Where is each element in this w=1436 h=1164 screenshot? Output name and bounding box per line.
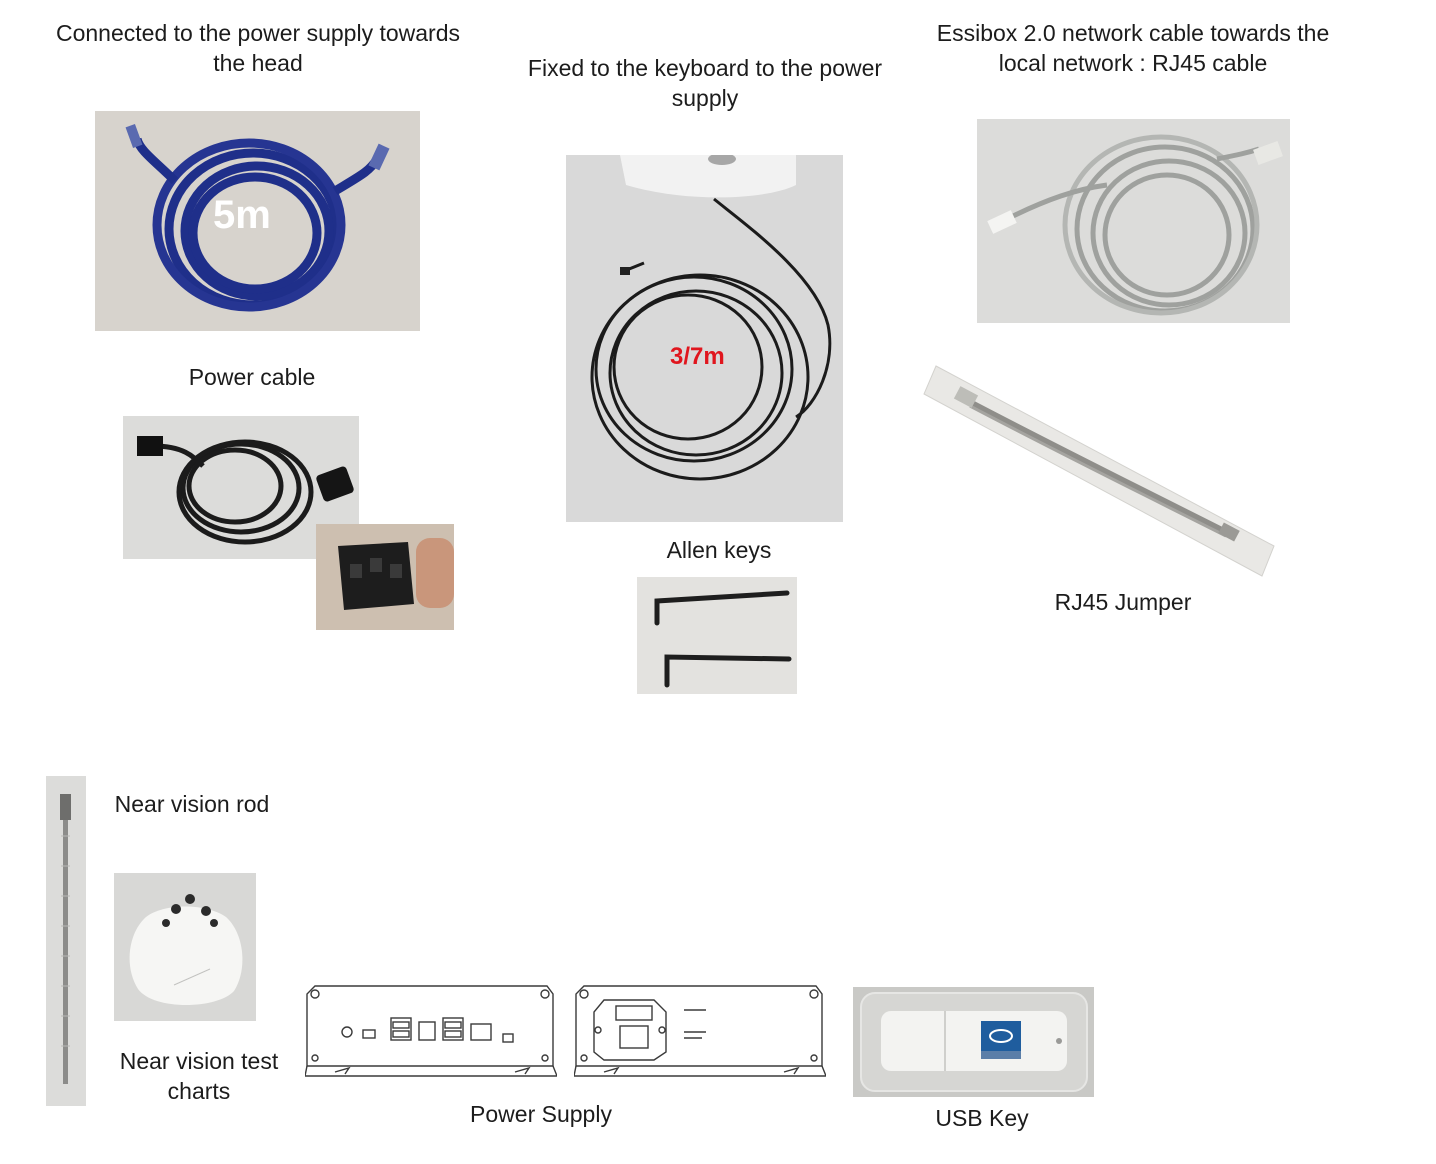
keyboard-cable-photo: 3/7m xyxy=(566,155,843,522)
near-vision-chart-photo xyxy=(114,873,256,1021)
caption-power-supply: Power Supply xyxy=(470,1101,612,1127)
caption-keyboard: Fixed to the keyboard to the power suppl… xyxy=(527,55,883,111)
caption-power-cable: Power cable xyxy=(188,364,316,390)
allen-keys-icon xyxy=(654,590,792,688)
near-vision-rod-photo xyxy=(46,776,86,1106)
caption-allen-keys: Allen keys xyxy=(666,537,772,563)
power-supply-back-drawing xyxy=(574,982,826,1078)
device-front-icon xyxy=(305,985,557,1077)
coiled-black-cable-icon xyxy=(590,155,832,481)
power-plug-photo xyxy=(316,524,454,630)
rod-icon xyxy=(60,794,71,1084)
usb-key-photo xyxy=(853,987,1094,1097)
power-cord-icon xyxy=(137,436,354,545)
iec-plug-icon xyxy=(338,538,454,610)
network-cable-photo xyxy=(977,119,1290,323)
keyboard-cable-length-label: 3/7m xyxy=(670,343,725,370)
allen-keys-photo xyxy=(637,577,797,694)
power-supply-front-drawing xyxy=(305,982,557,1078)
coiled-blue-cable-icon xyxy=(125,123,390,312)
caption-rj45-jumper: RJ45 Jumper xyxy=(1054,589,1192,615)
caption-near-vision-rod: Near vision rod xyxy=(114,791,270,817)
chart-disc-icon xyxy=(129,894,243,1005)
device-back-icon xyxy=(574,985,826,1077)
usb-key-icon xyxy=(860,992,1088,1092)
caption-power-head: Connected to the power supply towards th… xyxy=(55,20,461,76)
usb-cable-length-label: 5m xyxy=(213,193,271,237)
rj45-jumper-photo xyxy=(922,360,1278,580)
packaged-cable-icon xyxy=(923,365,1275,577)
usb-cable-photo: 5m xyxy=(95,111,420,331)
caption-usb-key: USB Key xyxy=(935,1105,1029,1131)
caption-network: Essibox 2.0 network cable towards the lo… xyxy=(936,20,1330,76)
caption-near-vision-charts: Near vision test charts xyxy=(119,1048,279,1104)
coiled-grey-cable-icon xyxy=(987,134,1283,316)
